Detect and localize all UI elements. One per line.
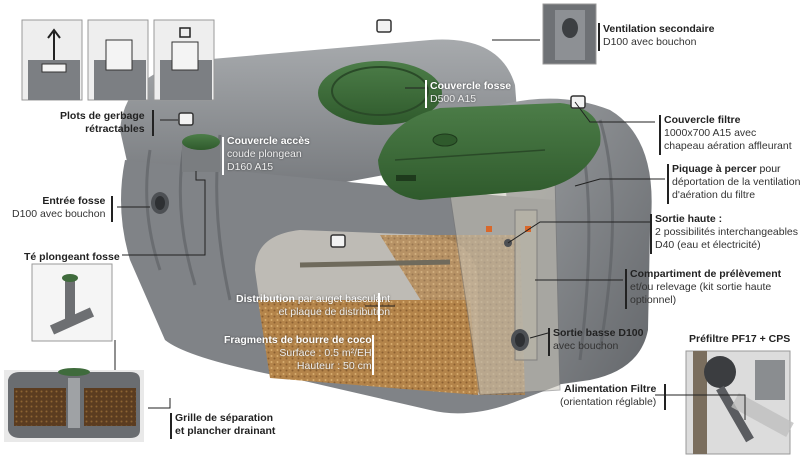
sortie-haute-line1: 2 possibilités interchangeables [655,226,799,238]
couvercle-acces-title: Couvercle accès [227,135,310,147]
fragments-line2: Hauteur : 50 cm [296,360,372,372]
callout-grille: Grille de séparation et plancher drainan… [175,412,275,438]
callout-couvercle-acces: Couvercle accès coude plongean D160 A15 [227,135,310,174]
sortie-haute-title: Sortie haute : [655,213,723,225]
sortie-basse-title: Sortie basse D100 [553,327,644,339]
piquage-bar [667,164,669,204]
te-plongeant-thumbnail [31,263,113,342]
distribution-title-rest: par auget basculant [294,293,391,305]
sortie-basse-line1: avec bouchon [553,340,619,352]
compartiment-line1: et/ou relevage (kit sortie haute [630,281,772,293]
couvercle-fosse-lid [318,61,442,125]
callout-couvercle-filtre: Couvercle filtre 1000x700 A15 avec chape… [664,114,792,153]
alimentation-line1: (orientation réglable) [560,396,657,408]
entree-fosse-bar [111,196,113,222]
prefiltre-title: Préfiltre PF17 + CPS [689,333,791,345]
piquage-line1: déportation de la ventilation [672,176,800,188]
compartiment-bar [625,269,627,309]
ventilation-thumbnail [542,3,597,65]
alimentation-bar [664,384,666,410]
callout-entree-fosse: Entrée fosse D100 avec bouchon [12,195,105,221]
piquage-line2: d'aération du filtre [672,189,756,201]
sortie-haute-line2: D40 (eau et électricité) [655,239,761,251]
plots-title2: rétractables [85,123,145,135]
compartiment-line2: optionnel) [630,294,677,306]
plots-title: Plots de gerbage [60,110,145,122]
couvercle-fosse-title: Couvercle fosse [430,80,512,92]
prefiltre-thumbnail [685,350,794,455]
couvercle-acces-bar [222,137,224,175]
couvercle-fosse-bar [425,80,427,108]
callout-compartiment: Compartiment de prélèvement et/ou releva… [630,268,781,307]
couvercle-filtre-bar [659,115,661,155]
sortie-basse-bar [548,328,550,356]
leader-lines [114,39,746,420]
ventilation-line1: D100 avec bouchon [603,36,697,48]
grille-title: Grille de séparation [175,412,274,424]
callout-distribution: Distribution par auget basculant et plaq… [236,293,390,319]
callout-sortie-basse: Sortie basse D100 avec bouchon [553,327,643,353]
plots-bar [152,110,154,136]
callout-plots-gerbage: Plots de gerbage rétractables [60,110,145,136]
piquage-title-rest: pour [756,163,781,175]
couvercle-acces-line1: coude plongean [227,148,302,160]
plots-thumbnails [21,19,215,101]
compartiment-title: Compartiment de prélèvement [630,268,782,280]
entree-fosse-line1: D100 avec bouchon [12,208,106,220]
couvercle-acces-line2: D160 A15 [227,161,274,173]
couvercle-filtre-title: Couvercle filtre [664,114,741,126]
entree-fosse-title: Entrée fosse [42,195,106,207]
ventilation-title: Ventilation secondaire [603,23,715,35]
fragments-bar [372,335,374,375]
callout-fragments: Fragments de bourre de coco Surface : 0.… [224,334,372,373]
distribution-title: Distribution [236,293,295,305]
fragments-line1: Surface : 0.5 m²/EH [279,347,372,359]
couvercle-filtre-line1: 1000x700 A15 avec [664,127,757,139]
couvercle-acces-lid [182,134,220,172]
callout-couvercle-fosse: Couvercle fosse D500 A15 [430,80,511,106]
ventilation-bar [598,23,600,51]
pipe-outlet [151,192,529,351]
couvercle-filtre-lid [378,103,601,200]
grille-title2: et plancher drainant [175,425,276,437]
callout-te-plongeant: Té plongeant fosse [24,251,120,264]
fragments-title: Fragments de bourre de coco [224,334,372,346]
callout-alimentation: Alimentation Filtre (orientation réglabl… [560,383,656,409]
grille-bar [170,413,172,439]
couvercle-fosse-line1: D500 A15 [430,93,477,105]
cross-section-thumbnail [4,368,144,442]
alimentation-title: Alimentation Filtre [564,383,657,395]
te-plongeant-title: Té plongeant fosse [24,251,120,263]
sortie-haute-bar [650,214,652,254]
callout-piquage: Piquage à percer pour déportation de la … [672,163,800,202]
distribution-bar [378,293,380,321]
callout-sortie-haute: Sortie haute : 2 possibilités interchang… [655,213,798,252]
distribution-line1: et plaque de distribution [278,306,391,318]
piquage-title: Piquage à percer [672,163,757,175]
plot-icon [178,19,586,248]
couvercle-filtre-line2: chapeau aération affleurant [664,140,792,152]
tank-body [120,39,652,414]
callout-ventilation: Ventilation secondaire D100 avec bouchon [603,23,714,49]
callout-prefiltre: Préfiltre PF17 + CPS [689,333,790,346]
